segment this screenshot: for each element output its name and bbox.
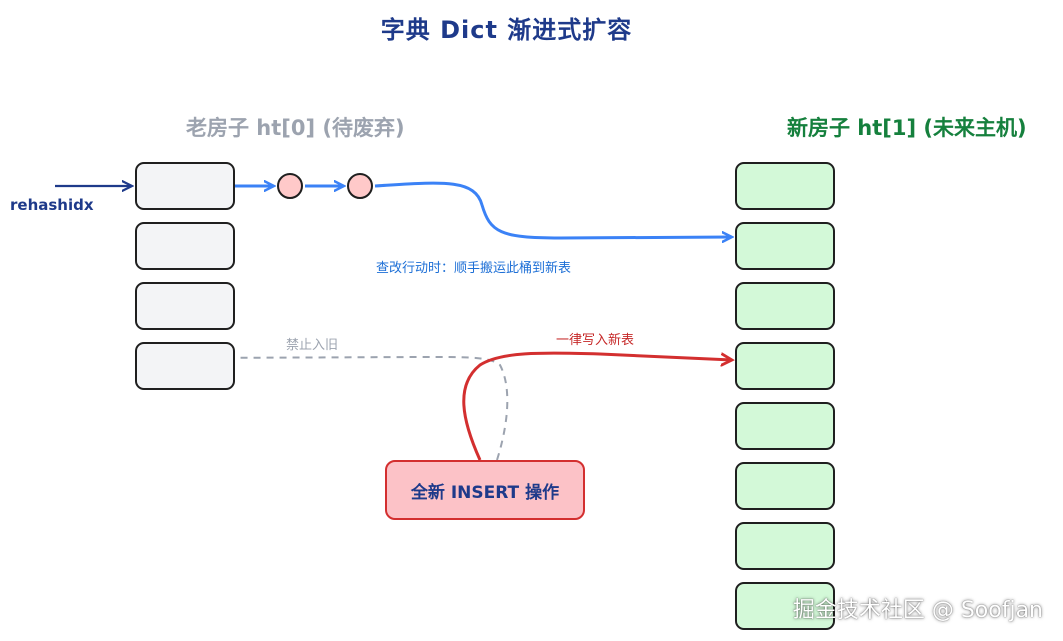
migrate-arrow <box>374 181 732 238</box>
rehashidx-label: rehashidx <box>10 196 94 214</box>
forbid-arrow <box>189 355 509 461</box>
migrate-note: 查改行动时：顺手搬运此桶到新表 <box>376 261 572 276</box>
new-bucket <box>735 342 835 390</box>
new-bucket <box>735 282 835 330</box>
new-bucket <box>735 522 835 570</box>
old-bucket <box>135 162 235 210</box>
write-arrow <box>462 351 732 461</box>
new-bucket <box>735 582 835 630</box>
forbid-note: 禁止入旧 <box>286 338 339 353</box>
new-bucket <box>735 222 835 270</box>
new-bucket <box>735 402 835 450</box>
old-bucket <box>135 222 235 270</box>
watermark: 掘金技术社区 @ Soofjan <box>792 598 1043 623</box>
insert-operation-box: 全新 INSERT 操作 <box>385 460 585 520</box>
insert-operation-label: 全新 INSERT 操作 <box>410 482 560 503</box>
old-table-label: 老房子 ht[0] (待废弃) <box>186 116 405 140</box>
write-note: 一律写入新表 <box>556 333 635 348</box>
new-bucket <box>735 462 835 510</box>
old-bucket <box>135 342 235 390</box>
new-table-label: 新房子 ht[1] (未来主机) <box>787 116 1027 140</box>
new-bucket <box>735 162 835 210</box>
chain-node <box>277 173 303 199</box>
chain-node <box>347 173 373 199</box>
old-bucket <box>135 282 235 330</box>
diagram-title: 字典 Dict 渐进式扩容 <box>380 16 633 44</box>
